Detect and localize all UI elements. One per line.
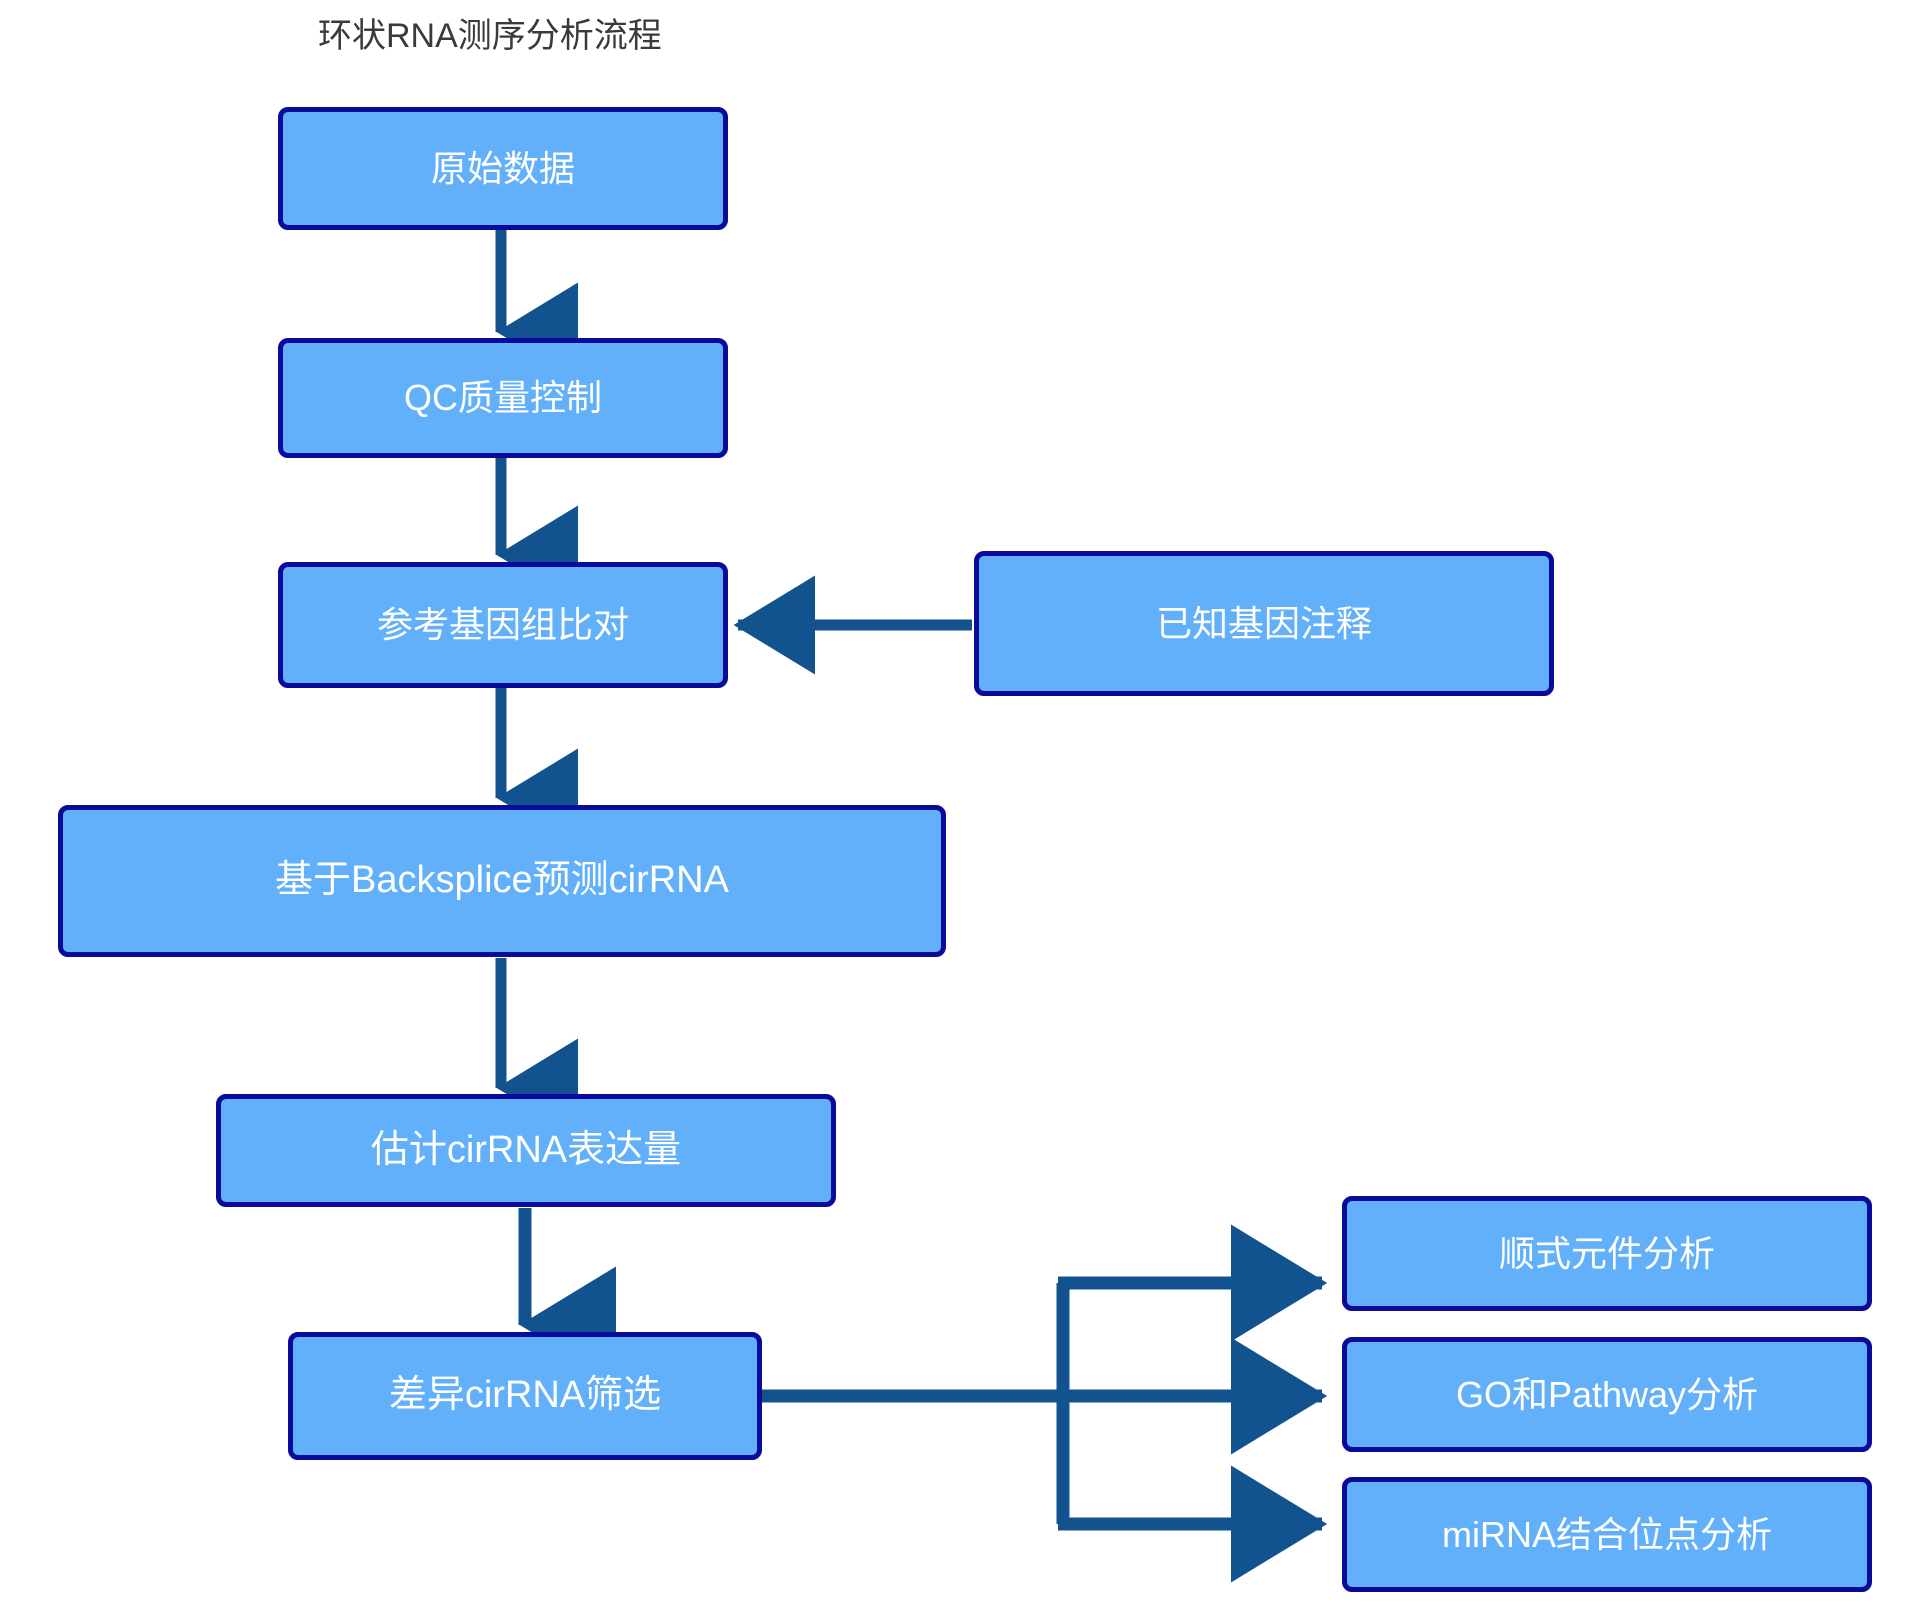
node-qc[interactable]: QC质量控制 <box>278 338 728 458</box>
node-go-pathway-label: GO和Pathway分析 <box>1455 1373 1759 1415</box>
node-raw-data[interactable]: 原始数据 <box>278 107 728 230</box>
node-diff-screen[interactable]: 差异cirRNA筛选 <box>288 1332 762 1460</box>
node-diff-screen-label: 差异cirRNA筛选 <box>388 1374 662 1417</box>
node-mirna-site-label: miRNA结合位点分析 <box>1442 1513 1772 1555</box>
node-known-gene-anno-label: 已知基因注释 <box>1155 602 1372 644</box>
node-genome-align-label: 参考基因组比对 <box>376 604 629 646</box>
node-qc-label: QC质量控制 <box>403 377 602 419</box>
node-genome-align[interactable]: 参考基因组比对 <box>278 562 728 688</box>
node-expression-label: 估计cirRNA表达量 <box>370 1128 682 1171</box>
page-title: 环状RNA测序分析流程 <box>318 17 662 55</box>
node-backsplice[interactable]: 基于Backsplice预测cirRNA <box>58 805 946 957</box>
node-known-gene-anno[interactable]: 已知基因注释 <box>974 551 1554 696</box>
node-expression[interactable]: 估计cirRNA表达量 <box>216 1094 836 1207</box>
node-cis-element[interactable]: 顺式元件分析 <box>1342 1196 1872 1311</box>
node-go-pathway[interactable]: GO和Pathway分析 <box>1342 1337 1872 1452</box>
node-backsplice-label: 基于Backsplice预测cirRNA <box>275 859 729 902</box>
node-raw-data-label: 原始数据 <box>430 147 575 189</box>
node-cis-element-label: 顺式元件分析 <box>1498 1232 1715 1274</box>
node-mirna-site[interactable]: miRNA结合位点分析 <box>1342 1477 1872 1592</box>
